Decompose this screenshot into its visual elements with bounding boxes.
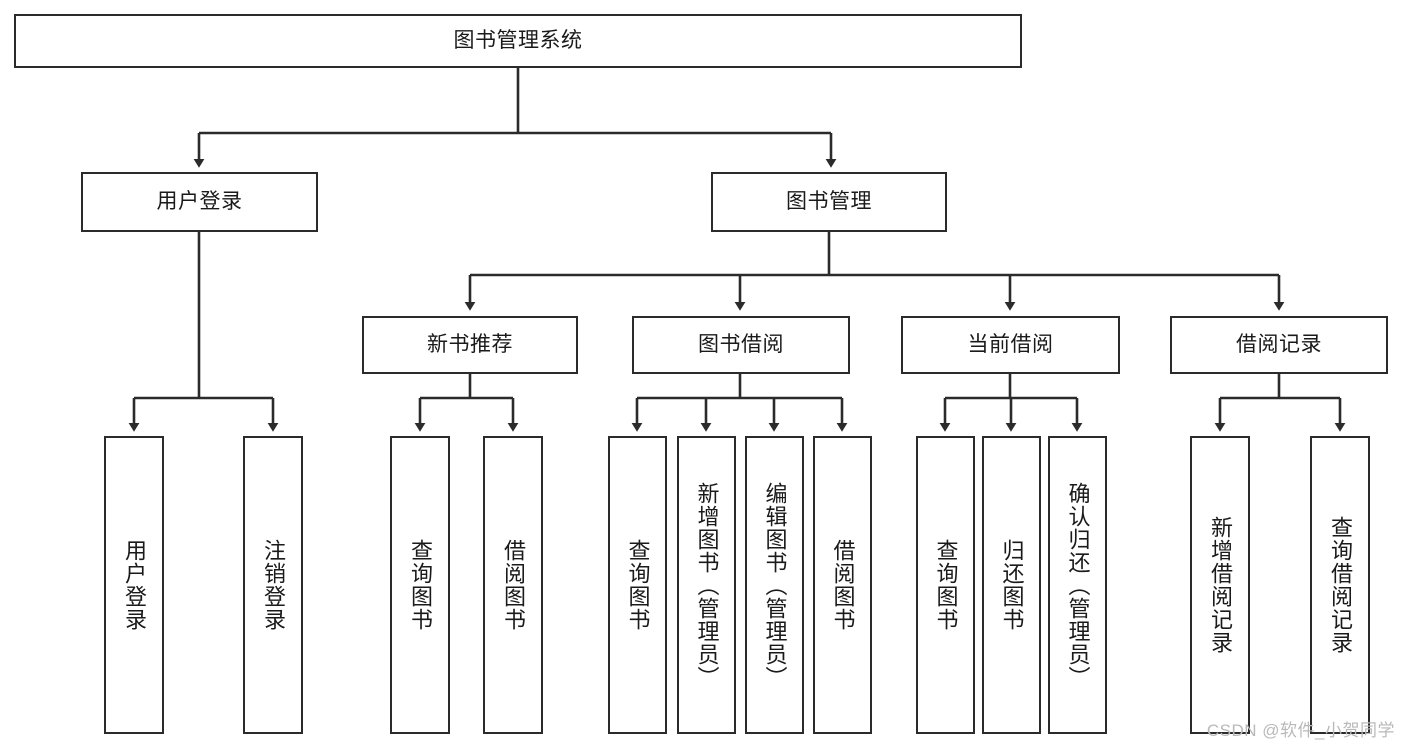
node-current-borrow[interactable]: 当前借阅 bbox=[901, 316, 1120, 374]
leaf-confirm-return-admin[interactable]: 确认归还（管理员） bbox=[1048, 436, 1107, 734]
node-book-borrow-label: 图书借阅 bbox=[698, 332, 784, 356]
leaf-logout[interactable]: 注销登录 bbox=[243, 436, 303, 734]
node-user-login-label: 用户登录 bbox=[156, 189, 243, 213]
node-current-borrow-label: 当前借阅 bbox=[967, 332, 1054, 356]
leaf-add-borrow-record-label: 新增借阅记录 bbox=[1207, 516, 1233, 654]
leaf-edit-book-admin-label: 编辑图书（管理员） bbox=[762, 481, 788, 689]
node-user-login[interactable]: 用户登录 bbox=[81, 172, 318, 232]
node-root[interactable]: 图书管理系统 bbox=[14, 14, 1022, 68]
leaf-query-book-recommend-label: 查询图书 bbox=[407, 539, 433, 631]
watermark: CSDN @软件_小贺同学 bbox=[1206, 721, 1395, 740]
leaf-query-book-recommend[interactable]: 查询图书 bbox=[390, 436, 450, 734]
leaf-query-borrow-record-label: 查询借阅记录 bbox=[1327, 516, 1353, 654]
leaf-query-book-borrow-label: 查询图书 bbox=[625, 539, 651, 631]
leaf-user-login[interactable]: 用户登录 bbox=[104, 436, 164, 734]
node-root-label: 图书管理系统 bbox=[453, 28, 583, 52]
leaf-user-login-label: 用户登录 bbox=[121, 539, 147, 631]
leaf-borrow-book-label: 借阅图书 bbox=[830, 539, 856, 631]
leaf-confirm-return-admin-label: 确认归还（管理员） bbox=[1065, 481, 1091, 689]
leaf-return-book[interactable]: 归还图书 bbox=[982, 436, 1041, 734]
leaf-add-borrow-record[interactable]: 新增借阅记录 bbox=[1190, 436, 1250, 734]
leaf-logout-label: 注销登录 bbox=[260, 539, 286, 631]
leaf-add-book-admin[interactable]: 新增图书（管理员） bbox=[677, 436, 736, 734]
leaf-query-book-borrow[interactable]: 查询图书 bbox=[608, 436, 667, 734]
node-book-borrow[interactable]: 图书借阅 bbox=[632, 316, 850, 374]
node-new-book-recommend-label: 新书推荐 bbox=[427, 332, 513, 356]
node-borrow-record[interactable]: 借阅记录 bbox=[1170, 316, 1388, 374]
leaf-borrow-book[interactable]: 借阅图书 bbox=[813, 436, 872, 734]
leaf-query-book-current-label: 查询图书 bbox=[933, 539, 959, 631]
node-new-book-recommend[interactable]: 新书推荐 bbox=[362, 316, 578, 374]
node-borrow-record-label: 借阅记录 bbox=[1236, 332, 1322, 356]
leaf-query-borrow-record[interactable]: 查询借阅记录 bbox=[1310, 436, 1370, 734]
node-book-manage-label: 图书管理 bbox=[786, 189, 872, 213]
node-book-manage[interactable]: 图书管理 bbox=[711, 172, 947, 232]
leaf-borrow-book-recommend[interactable]: 借阅图书 bbox=[483, 436, 543, 734]
leaf-edit-book-admin[interactable]: 编辑图书（管理员） bbox=[745, 436, 804, 734]
leaf-add-book-admin-label: 新增图书（管理员） bbox=[694, 481, 720, 689]
leaf-return-book-label: 归还图书 bbox=[999, 539, 1025, 631]
leaf-query-book-current[interactable]: 查询图书 bbox=[916, 436, 975, 734]
leaf-borrow-book-recommend-label: 借阅图书 bbox=[500, 539, 526, 631]
